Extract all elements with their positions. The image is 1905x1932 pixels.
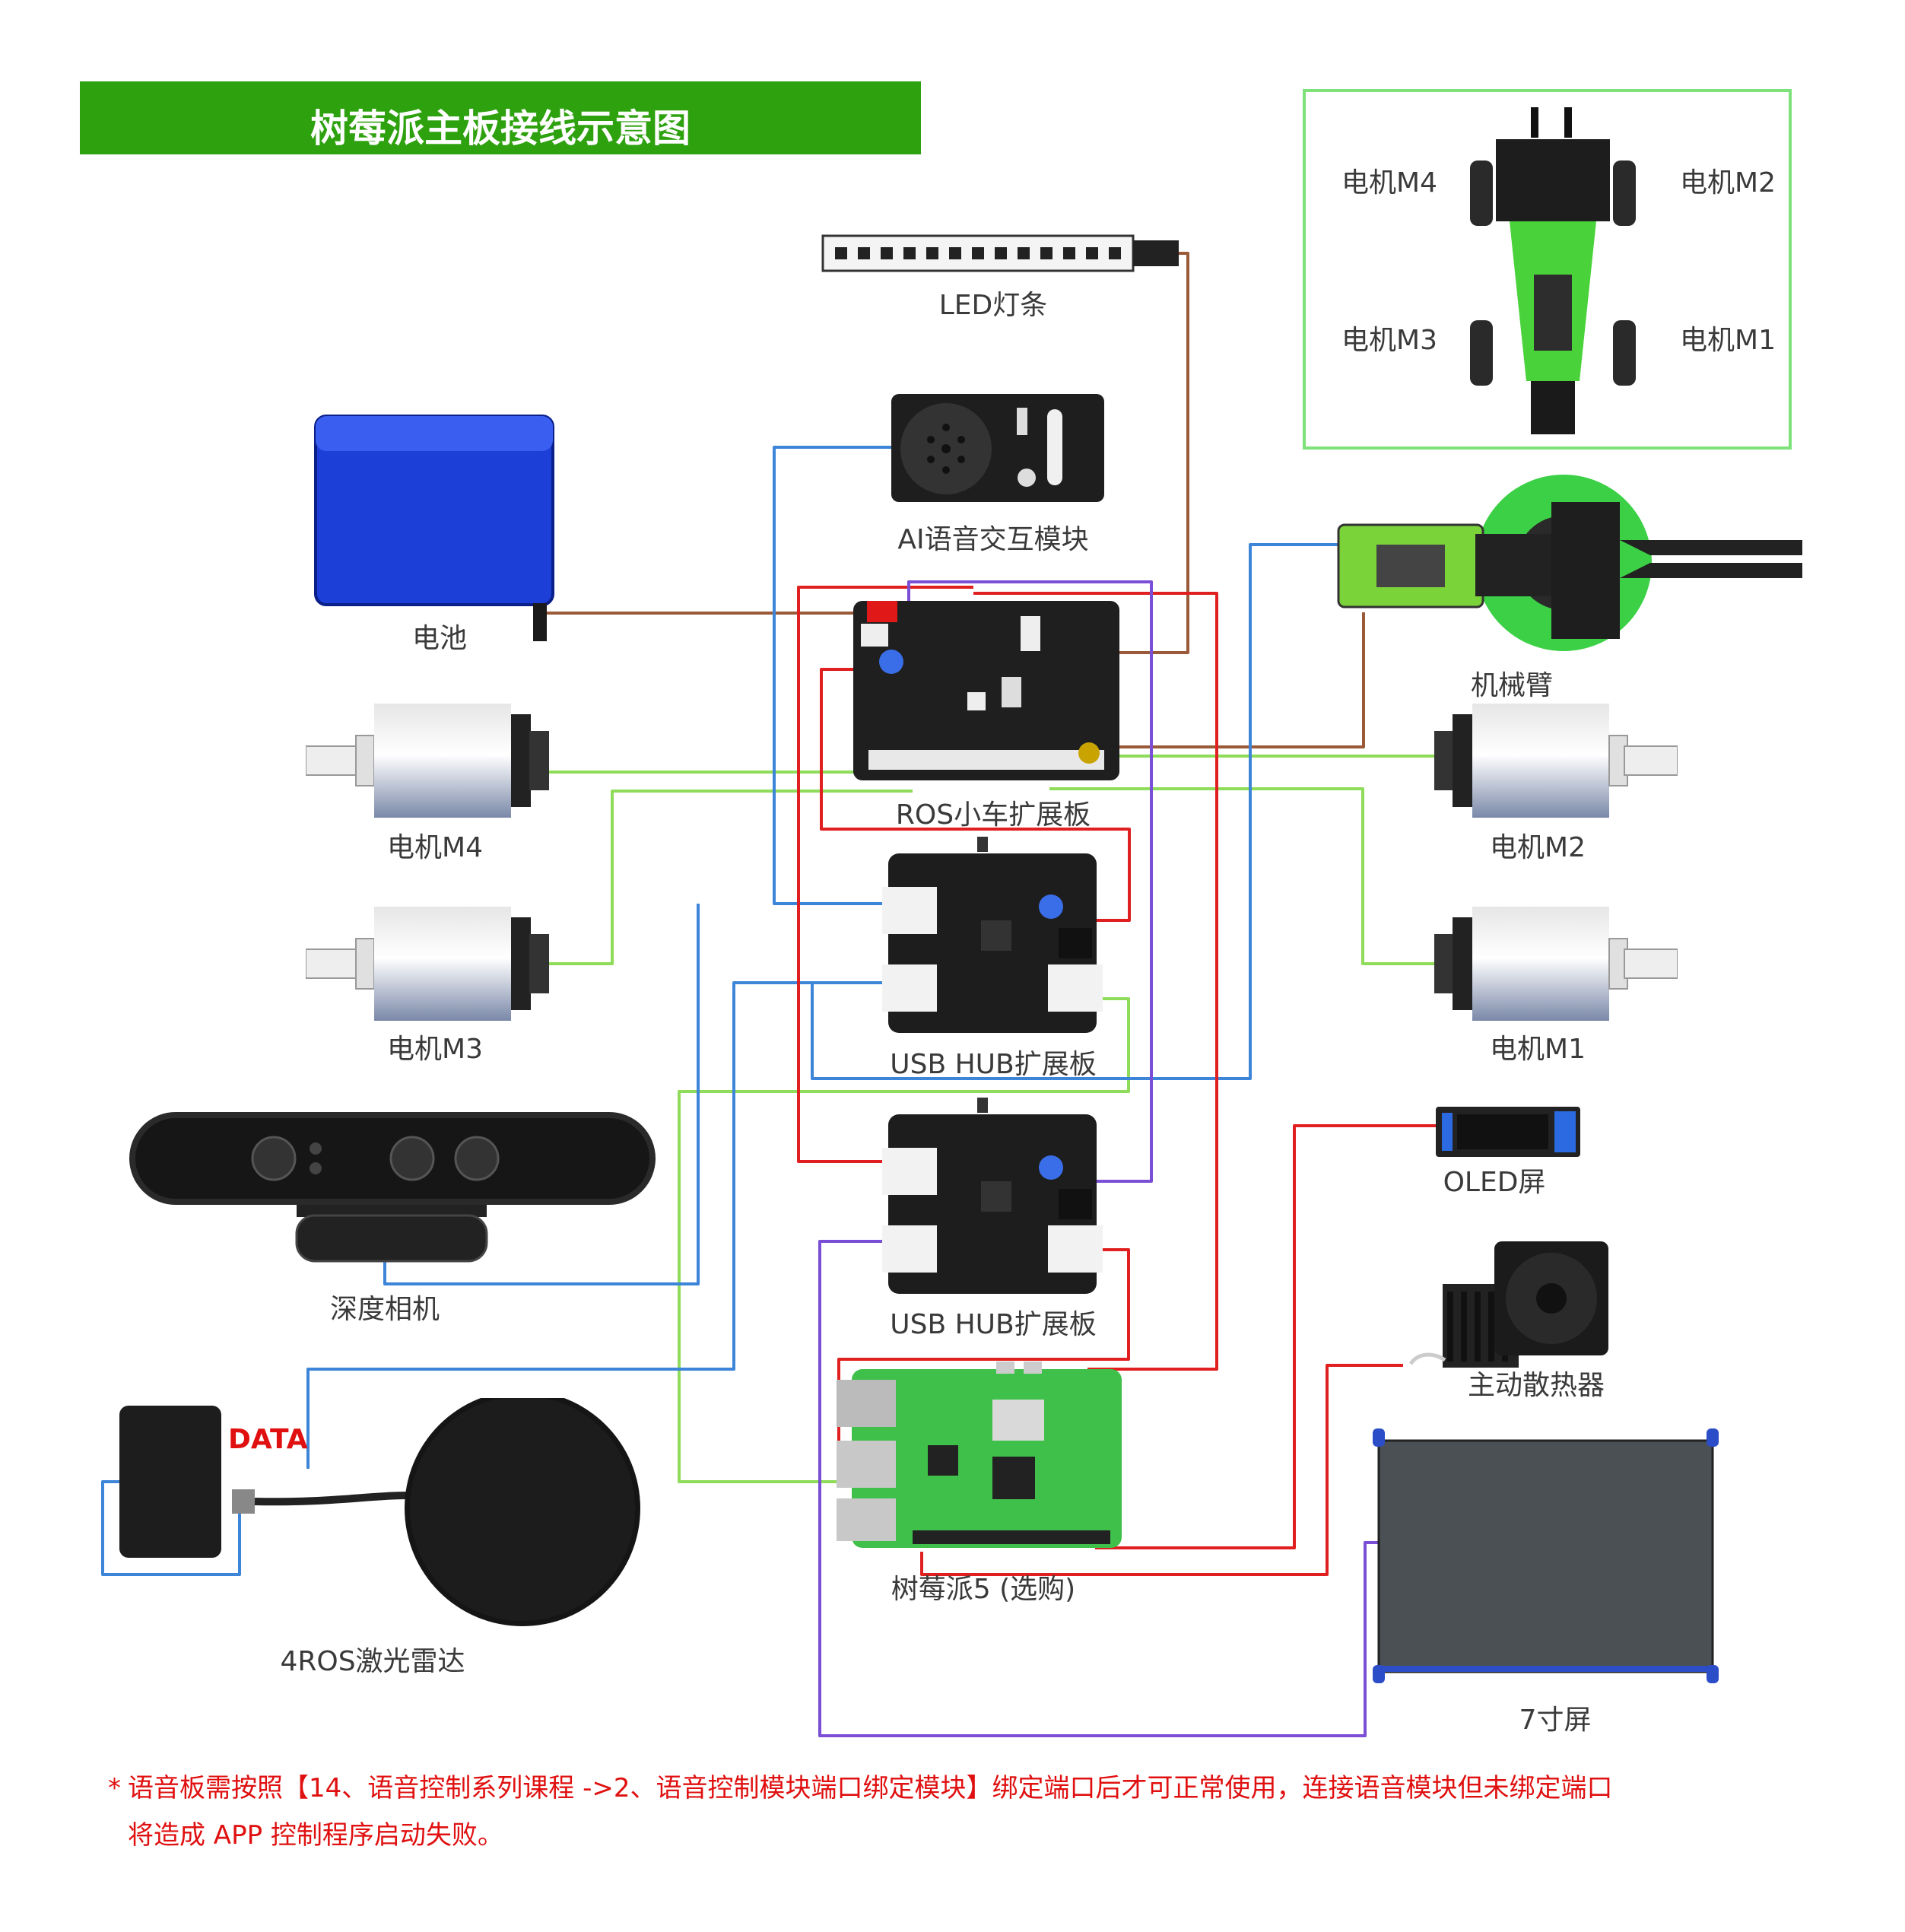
voice-module-image <box>891 394 1104 502</box>
label-oled: OLED屏 <box>1443 1167 1546 1198</box>
car-top-view-image <box>1470 107 1636 434</box>
label-depth-camera: 深度相机 <box>329 1294 440 1325</box>
label-battery: 电池 <box>411 623 468 654</box>
usb-hub-2-image <box>882 1098 1103 1294</box>
motor-m4-image <box>306 704 549 818</box>
label-inset-motor-m3: 电机M3 <box>1341 325 1437 356</box>
oled-image <box>1436 1107 1580 1157</box>
label-motor-m4: 电机M4 <box>387 832 483 863</box>
motor-m1-image <box>1434 907 1678 1021</box>
raspberry-pi-image <box>837 1362 1122 1548</box>
label-motor-m2: 电机M2 <box>1490 832 1586 863</box>
page-title: 树莓派主板接线示意图 <box>310 106 691 151</box>
label-led-strip: LED灯条 <box>938 290 1048 321</box>
robot-arm-image <box>1337 475 1802 651</box>
screen-image <box>1373 1428 1719 1683</box>
label-inset-motor-m1: 电机M1 <box>1680 325 1776 356</box>
label-voice-module: AI语音交互模块 <box>897 524 1089 555</box>
label-motor-m1: 电机M1 <box>1490 1034 1586 1065</box>
label-lidar: 4ROS激光雷达 <box>280 1646 465 1677</box>
label-usb-hub-2: USB HUB扩展板 <box>890 1309 1097 1340</box>
motor-m3-image <box>306 907 549 1021</box>
label-lidar-data: DATA <box>228 1424 308 1455</box>
label-usb-hub-1: USB HUB扩展板 <box>890 1049 1097 1080</box>
footnote-star: * <box>108 1773 121 1803</box>
car-inset-frame: 电机M4 电机M2 电机M3 电机M1 <box>1303 89 1792 450</box>
wire-motor-m3 <box>541 790 913 965</box>
label-fan: 主动散热器 <box>1467 1370 1605 1401</box>
wire-arm <box>1115 612 1365 748</box>
fan-image <box>1408 1241 1608 1368</box>
footnote-line-2: 将造成 APP 控制程序启动失败。 <box>128 1820 503 1851</box>
wire-led-strip <box>1115 252 1189 654</box>
title-banner: 树莓派主板接线示意图 <box>80 81 921 154</box>
led-strip-image <box>821 234 1179 272</box>
ros-board-image <box>853 601 1119 780</box>
footnote: * 语音板需按照【14、语音控制系列课程 ->2、语音控制模块端口绑定模块】绑定… <box>108 1765 1786 1859</box>
depth-camera-image <box>129 1112 656 1263</box>
footnote-line-1: 语音板需按照【14、语音控制系列课程 ->2、语音控制模块端口绑定模块】绑定端口… <box>128 1773 1613 1803</box>
motor-m2-image <box>1434 704 1678 818</box>
lidar-image <box>119 1398 640 1626</box>
label-inset-motor-m2: 电机M2 <box>1680 167 1776 199</box>
usb-hub-1-image <box>882 837 1103 1033</box>
label-motor-m3: 电机M3 <box>387 1034 483 1065</box>
label-screen: 7寸屏 <box>1519 1705 1592 1736</box>
label-raspberry-pi: 树莓派5 (选购) <box>891 1574 1076 1605</box>
wire-motor-m1 <box>1049 787 1449 965</box>
label-robot-arm: 机械臂 <box>1470 670 1554 701</box>
label-inset-motor-m4: 电机M4 <box>1341 167 1437 199</box>
label-ros-board: ROS小车扩展板 <box>895 799 1091 831</box>
battery-image <box>314 415 554 641</box>
